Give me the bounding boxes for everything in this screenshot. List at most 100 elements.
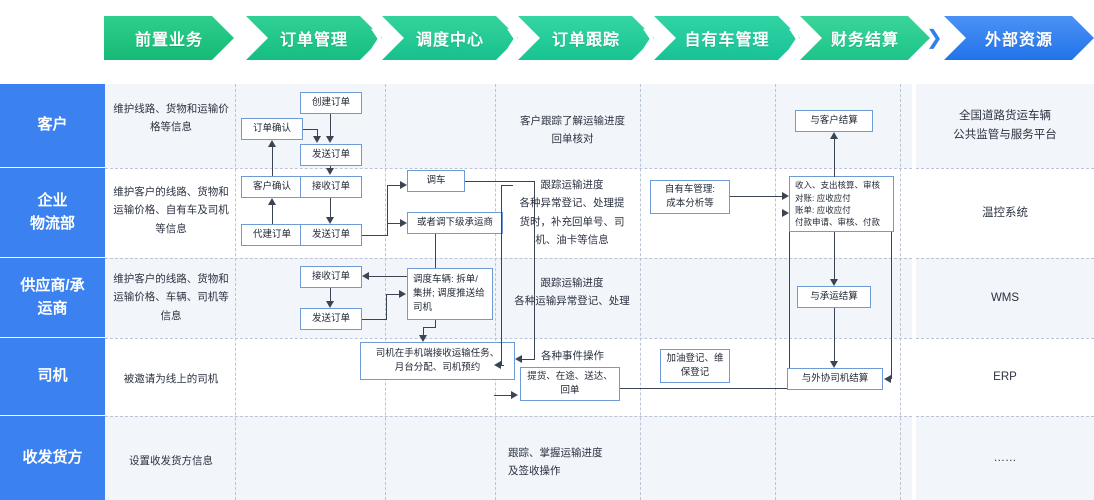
- conn-event-path-up: [789, 213, 791, 389]
- external-item-3[interactable]: ERP: [916, 338, 1094, 416]
- col-divider-order: [385, 84, 386, 500]
- arrow-to-subcarrier: [400, 219, 407, 227]
- conn-into-event-box: [494, 395, 512, 397]
- external-item-2[interactable]: WMS: [916, 258, 1094, 338]
- box-settle-carrier[interactable]: 与承运结算: [797, 286, 871, 308]
- box-create-order[interactable]: 创建订单: [300, 92, 362, 114]
- external-divider-4: [916, 416, 1094, 417]
- conn-dispatch-right: [465, 181, 535, 183]
- arrow-event-to-finance: [782, 209, 789, 217]
- box-sub-carrier[interactable]: 或者调下级承运商: [407, 212, 503, 234]
- external-label-3: ERP: [993, 370, 1017, 383]
- conn-dispatch-to-task-h: [521, 359, 535, 361]
- conn-send3-up: [386, 294, 388, 320]
- sidebar-item-customer[interactable]: 客户: [0, 84, 105, 168]
- row-band-enterprise: [105, 168, 912, 258]
- sidebar-item-consignee[interactable]: 收发货方: [0, 416, 105, 500]
- step-arrow-1[interactable]: 订单管理: [246, 16, 382, 60]
- conn-track-bracket-bot: [500, 365, 504, 367]
- external-divider-1: [916, 168, 1094, 169]
- arrow-track-bracket: [494, 361, 501, 369]
- arrow-confirm-to-send: [313, 136, 321, 143]
- arrow-recv1-to-send2: [326, 217, 334, 224]
- box-finance-detail[interactable]: 收入、支出核算、审核 对账: 应收应付 账单: 应收应付 付款申请、审核、付款: [789, 176, 894, 232]
- conn-carrier-to-extdriver: [834, 308, 836, 361]
- track-text-driver-events: 各种事件操作: [541, 350, 604, 362]
- conn-track-bracket-top: [501, 185, 513, 187]
- external-label-4: ……: [993, 451, 1017, 464]
- conn-finance-to-carrier: [834, 232, 836, 279]
- step-arrow-5[interactable]: 财务结算: [800, 16, 930, 60]
- row-divider-3: [105, 338, 912, 339]
- track-text-customer: 客户跟踪了解运输进度 回单核对: [520, 115, 625, 146]
- conn-finance-side-down: [891, 232, 893, 379]
- box-send-order-1[interactable]: 发送订单: [300, 144, 362, 166]
- pre-text-consignee: 设置收发货方信息: [129, 455, 213, 467]
- step-arrow-0[interactable]: 前置业务: [104, 16, 234, 60]
- arrow-subcarrier-to-recv2: [362, 272, 369, 280]
- conn-dispatch-right-v: [534, 181, 536, 359]
- conn-send2-out: [362, 235, 388, 237]
- external-divider-3: [916, 338, 1094, 339]
- conn-create-to-send: [330, 114, 332, 136]
- external-item-4[interactable]: ……: [916, 416, 1094, 500]
- step-separator-5: ❯: [926, 27, 943, 49]
- conn-proxy-to-custconf: [272, 205, 274, 224]
- arrow-create-to-send: [326, 136, 334, 143]
- box-receive-order-1[interactable]: 接收订单: [300, 176, 362, 198]
- pre-text-customer: 维护线路、货物和运输价 格等信息: [113, 103, 229, 134]
- box-fuel-maintenance[interactable]: 加油登记、维 保登记: [660, 349, 730, 383]
- arrow-carrier-to-extdriver: [830, 361, 838, 368]
- box-settle-customer[interactable]: 与客户结算: [795, 110, 873, 132]
- conn-to-dispatch-vehicle: [387, 185, 400, 187]
- box-proxy-order[interactable]: 代建订单: [241, 224, 303, 246]
- arrow-send1-to-recv1: [326, 168, 334, 175]
- arrow-send3-to-sched: [399, 290, 406, 298]
- col-divider-finance: [900, 84, 901, 500]
- col-divider-pre: [235, 84, 236, 500]
- external-resources-panel: 全国道路货运车辆 公共监管与服务平台 温控系统 WMS ERP ……: [916, 84, 1094, 500]
- box-send-order-2[interactable]: 发送订单: [300, 224, 362, 246]
- external-item-1[interactable]: 温控系统: [916, 168, 1094, 258]
- box-settle-external-driver[interactable]: 与外协司机结算: [787, 368, 883, 390]
- external-item-0[interactable]: 全国道路货运车辆 公共监管与服务平台: [916, 84, 1094, 168]
- step-separator-3: ❯: [640, 27, 657, 49]
- conn-subcarrier-down: [435, 234, 437, 277]
- conn-event-to-path: [620, 388, 790, 390]
- box-order-confirm[interactable]: 订单确认: [241, 118, 303, 140]
- sidebar-item-enterprise[interactable]: 企业 物流部: [0, 168, 105, 258]
- arrow-dispatch-to-task: [515, 355, 522, 363]
- sidebar-label-enterprise: 企业 物流部: [29, 192, 75, 232]
- conn-send1-to-recv1: [330, 166, 332, 169]
- step-arrow-6[interactable]: 外部资源: [944, 16, 1094, 60]
- arrow-recv2-to-send3: [326, 301, 334, 308]
- step-arrow-2[interactable]: 调度中心: [382, 16, 518, 60]
- box-own-vehicle-mgmt[interactable]: 自有车管理: 成本分析等: [650, 180, 730, 214]
- conn-confirm-to-send-h: [303, 129, 318, 131]
- arrow-into-event-box: [511, 391, 518, 399]
- col-divider-ownveh: [775, 84, 776, 500]
- box-driver-event[interactable]: 提货、在途、送达、 回单: [520, 367, 620, 401]
- external-label-2: WMS: [990, 291, 1020, 304]
- sidebar-item-driver[interactable]: 司机: [0, 338, 105, 416]
- box-receive-order-2[interactable]: 接收订单: [300, 266, 362, 288]
- box-dispatch-vehicle[interactable]: 调车: [407, 170, 465, 192]
- conn-sched-to-task-h: [423, 327, 436, 329]
- step-label-4: 自有车管理: [684, 32, 770, 49]
- sidebar-item-carrier[interactable]: 供应商/承 运商: [0, 258, 105, 338]
- external-label-1: 温控系统: [982, 206, 1028, 219]
- box-customer-confirm[interactable]: 客户确认: [241, 176, 303, 198]
- conn-subcarrier-to-recv2: [369, 276, 436, 278]
- sidebar-label-customer: 客户: [37, 116, 68, 134]
- col-divider-tracking: [640, 84, 641, 500]
- arrow-finance-to-carrier: [830, 279, 838, 286]
- track-text-enterprise: 跟踪运输进度 各种异常登记、处理提 货时，补充回单号、司 机、油卡等信息: [519, 179, 625, 247]
- box-schedule-detail[interactable]: 调度车辆: 拆单/ 集拼; 调度推送给 司机: [407, 268, 493, 320]
- conn-send3-to-sched: [386, 294, 399, 296]
- box-driver-task[interactable]: 司机在手机端接收运输任务、 月台分配、司机预约: [360, 342, 515, 380]
- step-label-1: 订单管理: [279, 32, 348, 49]
- step-arrow-4[interactable]: 自有车管理: [654, 16, 800, 60]
- step-arrow-3[interactable]: 订单跟踪: [518, 16, 654, 60]
- box-send-order-3[interactable]: 发送订单: [300, 308, 362, 330]
- sidebar-label-carrier: 供应商/承 运商: [20, 277, 85, 317]
